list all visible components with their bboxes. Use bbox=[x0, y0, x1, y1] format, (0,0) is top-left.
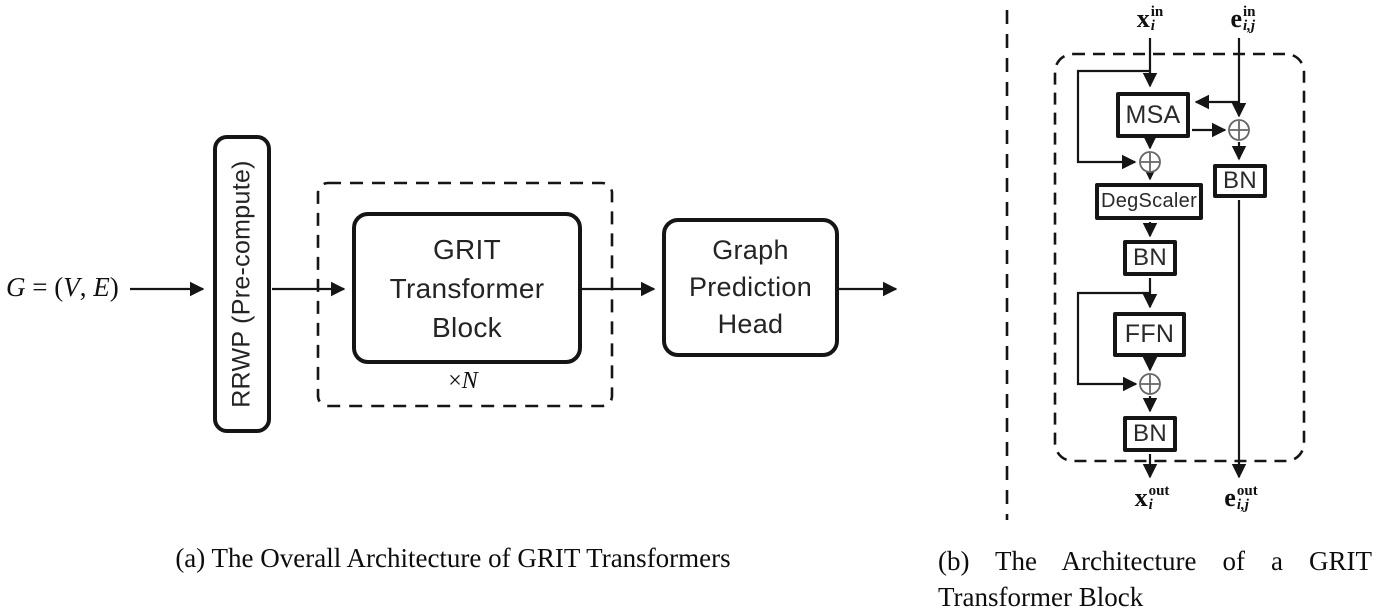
add-operator-icon bbox=[1139, 151, 1161, 173]
bn-mid-box: BN bbox=[1123, 240, 1177, 276]
rrwp-precompute-label: RRWP (Pre-compute) bbox=[227, 160, 256, 408]
prediction-head-line3: Head bbox=[717, 309, 784, 339]
degscaler-box: DegScaler bbox=[1095, 183, 1203, 220]
grit-block-line2: Transformer bbox=[389, 272, 545, 304]
edge-set-symbol: E bbox=[93, 272, 110, 302]
graph-input-label: G = (V, E) bbox=[6, 272, 119, 302]
add-operator-icon bbox=[1139, 373, 1161, 395]
grit-block-line3: Block bbox=[432, 311, 502, 343]
node-output-label: x out i bbox=[1134, 483, 1170, 513]
caption-b: (b) The Architecture of a GRIT Transform… bbox=[938, 543, 1372, 610]
node-input-label: x in i bbox=[1136, 4, 1164, 34]
caption-a: (a) The Overall Architecture of GRIT Tra… bbox=[175, 543, 731, 573]
bn-edge-box: BN bbox=[1213, 164, 1267, 198]
repeat-dashed-frame bbox=[316, 181, 614, 408]
graph-prediction-head-box: Graph Prediction Head bbox=[662, 218, 839, 357]
edge-output-label: e out i,j bbox=[1224, 483, 1258, 513]
prediction-head-line1: Graph bbox=[712, 235, 789, 265]
caption-b-line1: (b) The Architecture of a GRIT bbox=[938, 546, 1372, 576]
graph-symbol: G bbox=[6, 272, 26, 302]
add-operator-icon bbox=[1228, 119, 1250, 141]
rrwp-precompute-box: RRWP (Pre-compute) bbox=[213, 135, 271, 433]
vertex-set-symbol: V bbox=[63, 272, 80, 302]
grit-block-line1: GRIT bbox=[432, 233, 502, 265]
bn-out-box: BN bbox=[1123, 416, 1177, 452]
node-path-arrows bbox=[1076, 38, 1158, 479]
block-dashed-frame bbox=[1053, 52, 1306, 463]
repeat-count-label: ×N bbox=[448, 368, 478, 394]
edge-input-label: e in i,j bbox=[1230, 4, 1256, 34]
caption-b-line2: Transformer Block bbox=[938, 582, 1144, 610]
prediction-head-line2: Prediction bbox=[688, 272, 813, 302]
add-operator-icons bbox=[1139, 119, 1250, 395]
edge-path-arrows bbox=[1192, 38, 1247, 479]
msa-box: MSA bbox=[1116, 92, 1190, 138]
ffn-box: FFN bbox=[1113, 312, 1186, 357]
grit-transformer-block-box: GRIT Transformer Block bbox=[352, 212, 582, 364]
